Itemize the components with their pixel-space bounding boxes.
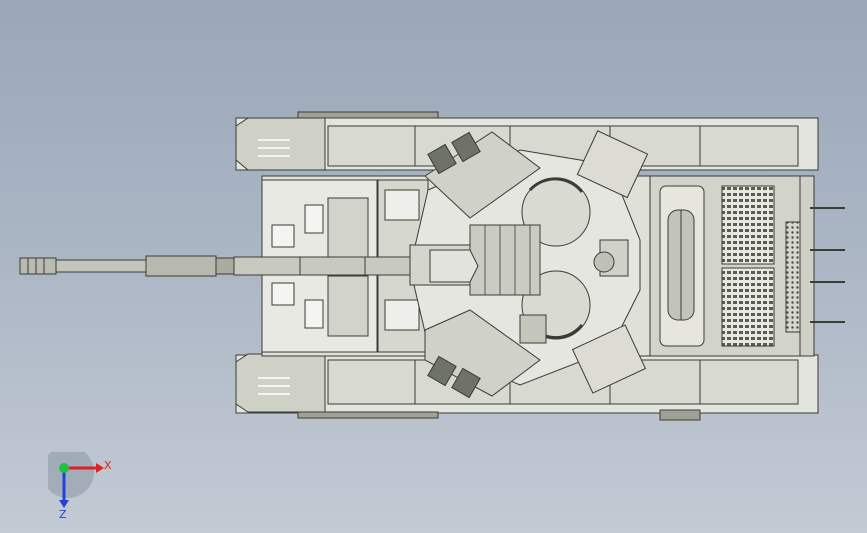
z-axis-label: Z [59,508,67,521]
barrel-tube [55,259,147,273]
x-axis-label: X [104,459,112,472]
rear-plate [799,175,815,357]
sight-box-upper [576,130,649,199]
barrel-sleeve-2 [215,257,235,275]
track-rims [297,111,701,421]
front-mudguard-lower [235,353,326,413]
turret[interactable] [409,130,649,399]
engine-grille-lower [721,267,775,347]
triad-origin-shading [42,446,94,498]
main-gun[interactable] [19,255,411,277]
ammo-rack [469,224,541,296]
barrel-sleeve-3 [233,256,411,276]
barrel-muzzle [19,257,57,275]
barrel-sleeve-1 [145,255,217,277]
front-mudguard-upper [235,117,326,171]
y-axis-icon [59,463,69,473]
sight-box-lower [571,324,647,394]
turret-armor-lower [424,309,541,397]
orientation-triad[interactable]: X Z [42,446,118,522]
engine-grille-upper [721,185,775,265]
